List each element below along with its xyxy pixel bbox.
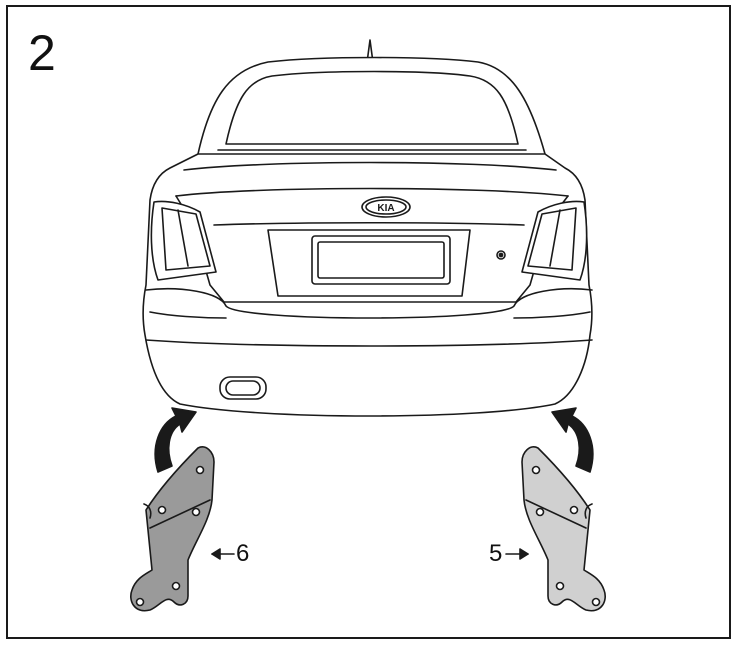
rear-reflector — [219, 376, 267, 400]
rear-bumper — [145, 287, 593, 319]
rear-window — [225, 70, 519, 145]
curved-arrow-icon — [551, 407, 594, 473]
part-callout-6: 6 — [236, 540, 250, 567]
bracket-part-6 — [130, 446, 215, 612]
curved-arrow-icon — [154, 407, 197, 473]
trunk-lid — [175, 187, 569, 197]
license-plate — [311, 235, 451, 285]
kia-badge-text: KIA — [377, 203, 394, 214]
step-number: 2 — [28, 25, 56, 81]
part-callout-5: 5 — [489, 540, 503, 567]
diagram-frame — [6, 5, 731, 639]
bracket-part-5 — [521, 446, 606, 612]
